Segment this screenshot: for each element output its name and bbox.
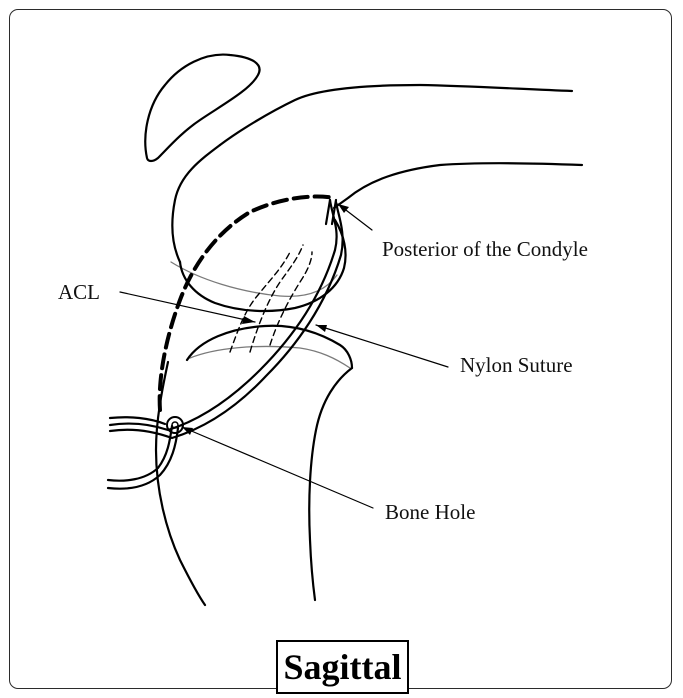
acl-fibers	[230, 252, 290, 352]
acl-fibers	[250, 245, 303, 352]
tibia-anterior-outline	[156, 362, 205, 605]
label-acl: ACL	[58, 282, 100, 303]
tibial-plateau-line	[190, 346, 350, 368]
leader-line-nylon-suture	[316, 325, 448, 367]
leader-line-acl	[120, 292, 255, 322]
patella	[145, 55, 259, 161]
label-bone-hole: Bone Hole	[385, 502, 475, 523]
view-title: Sagittal	[283, 649, 401, 685]
leader-arrowhead	[316, 325, 327, 332]
label-nylon-suture: Nylon Suture	[460, 355, 573, 376]
condyle-lower-edge	[180, 220, 346, 311]
posterior-condyle-suture	[326, 200, 330, 224]
label-posterior-condyle: Posterior of the Condyle	[382, 239, 588, 260]
leader-line-bone-hole	[182, 427, 373, 508]
view-title-box: Sagittal	[276, 640, 409, 694]
femur-anterior-outline	[220, 85, 572, 145]
femur-posterior-outline	[334, 163, 582, 208]
nylon-suture-line	[110, 202, 343, 438]
leader-arrowhead	[242, 316, 255, 324]
